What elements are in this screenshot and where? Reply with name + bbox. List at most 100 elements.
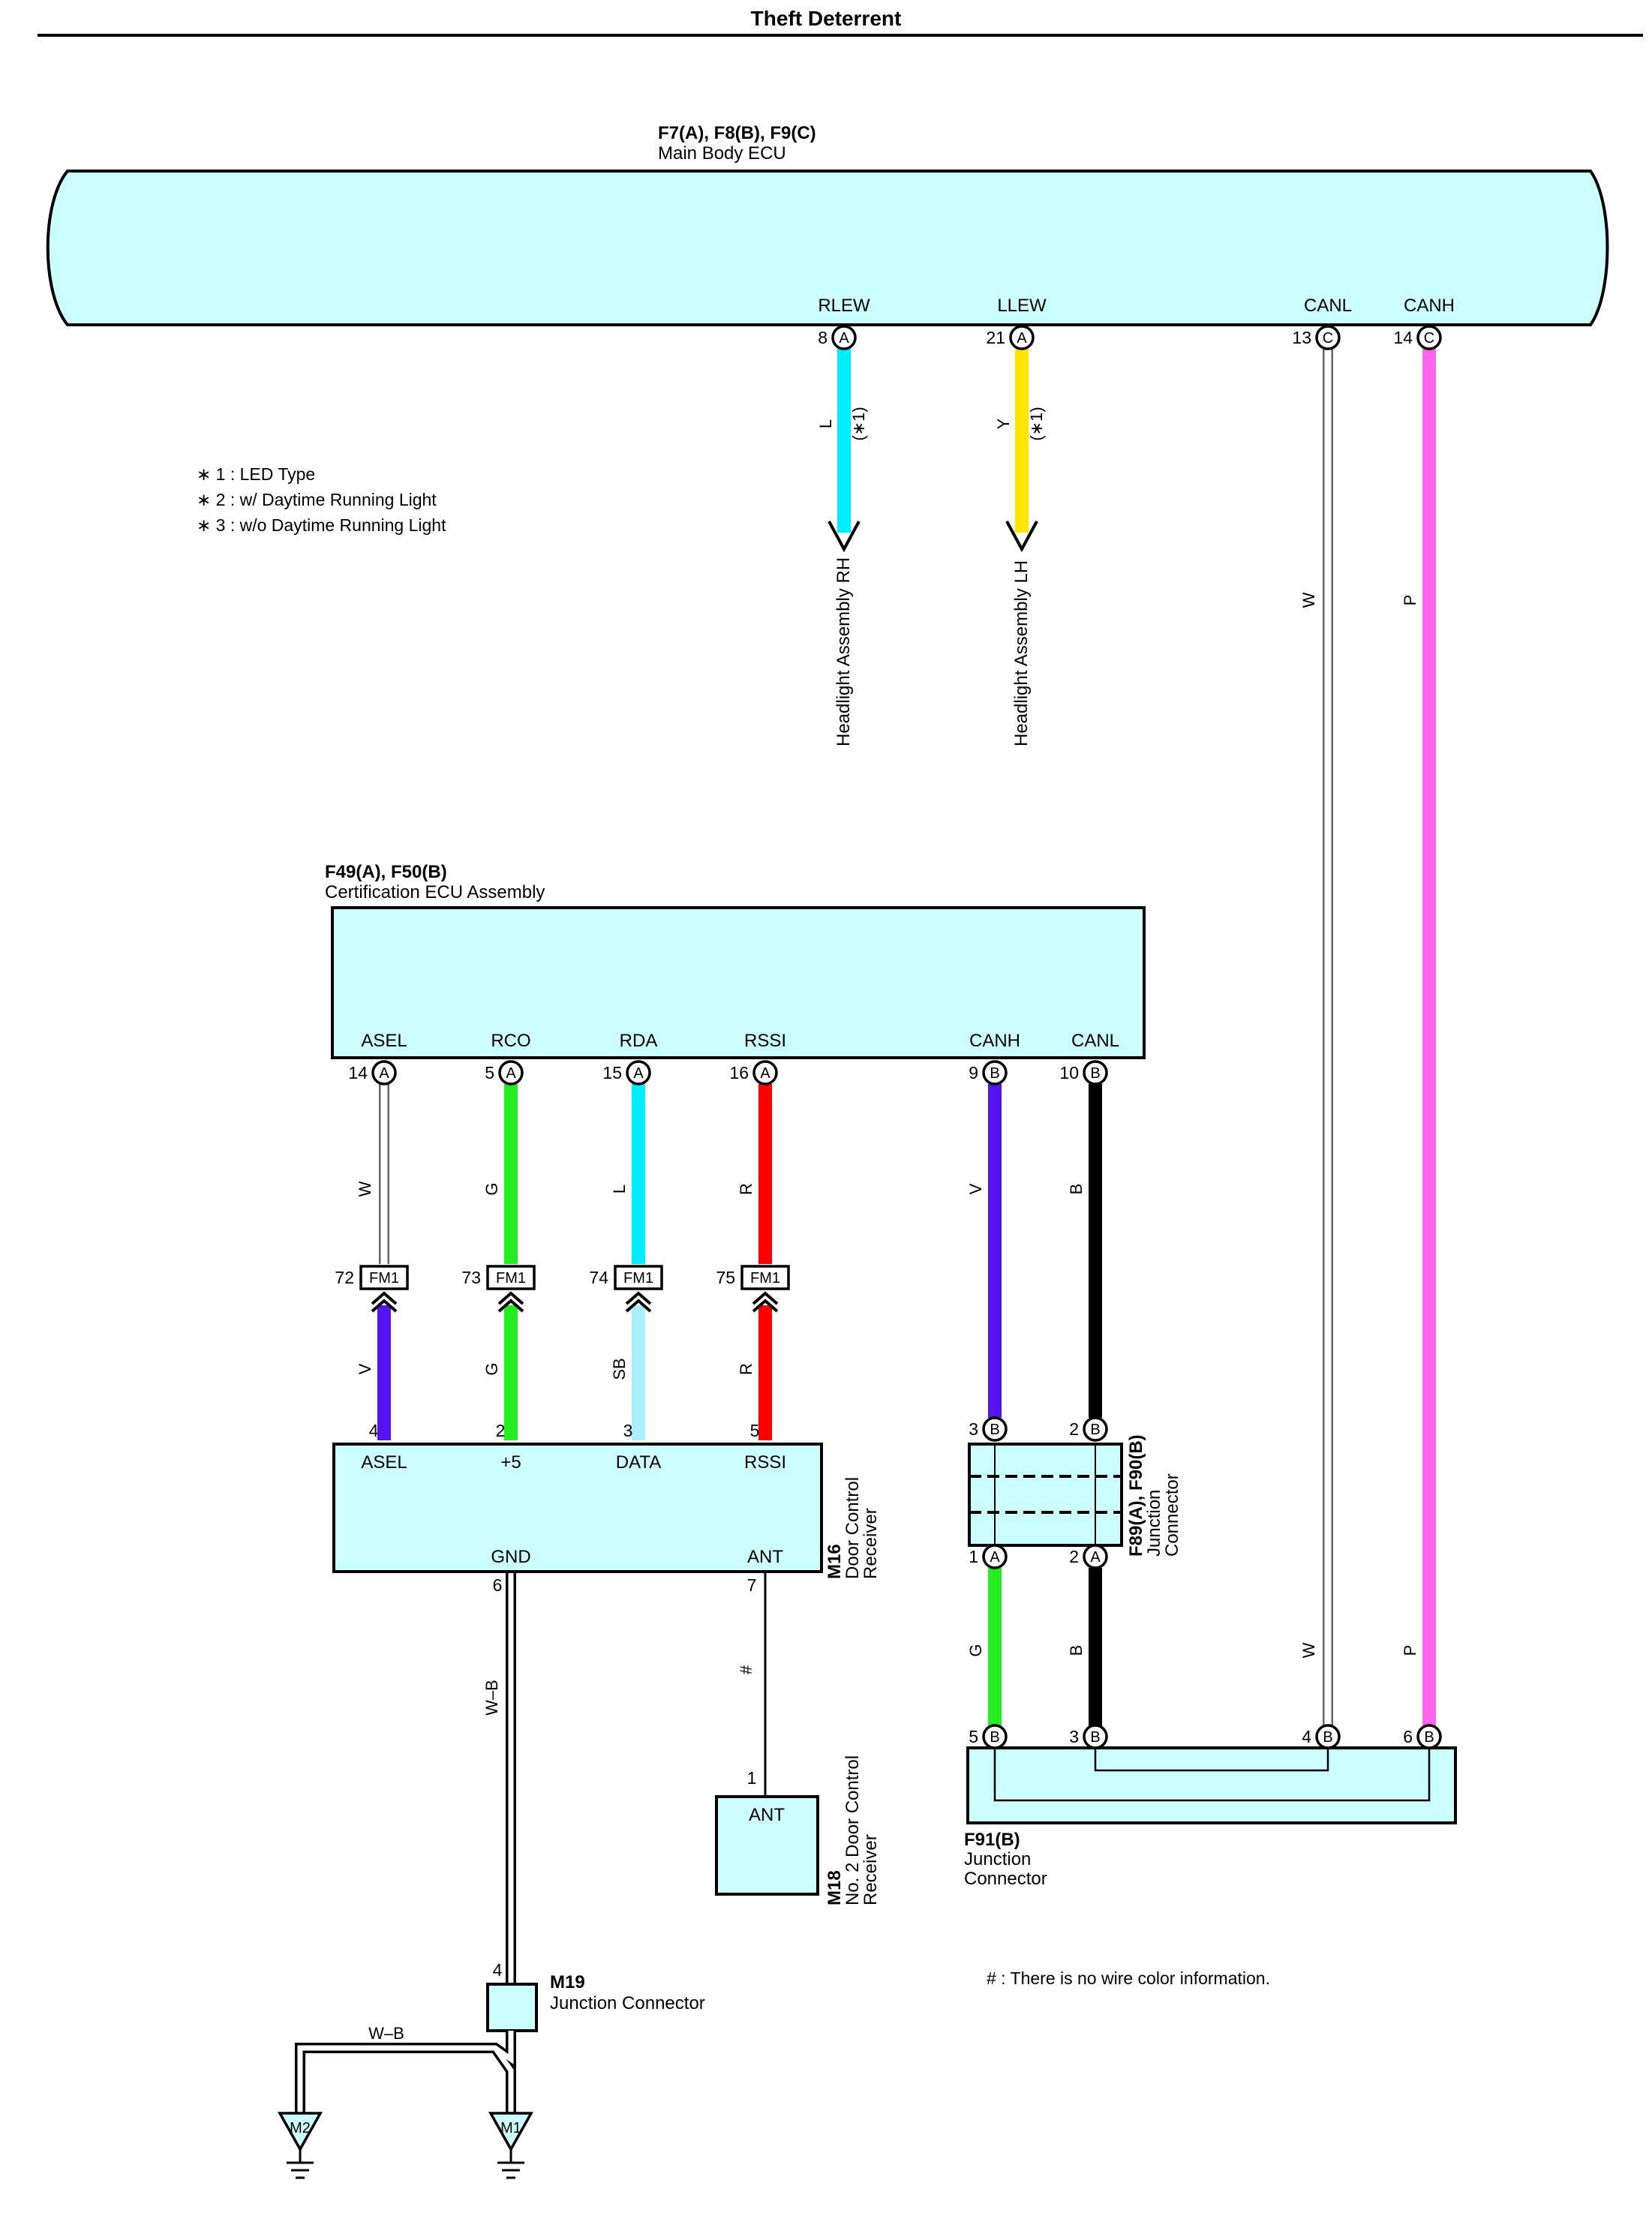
terminal-letter: B: [1090, 1065, 1100, 1082]
door-receiver-pin-2: 2: [496, 1421, 506, 1440]
door-receiver-pin-5: 5: [750, 1421, 760, 1440]
cert-signal-canl: CANL: [1071, 1031, 1119, 1051]
jc-f91-code: F91(B): [964, 1830, 1020, 1850]
jc-f91-box: [966, 1746, 1457, 1824]
wire-color-rssi-upper: R: [737, 1183, 755, 1195]
terminal-letter: C: [1424, 330, 1434, 347]
fm1-pin: 75: [716, 1268, 735, 1287]
door-receiver-pin-6: 6: [493, 1575, 503, 1595]
main-ecu-terminal-14: C 14: [1393, 325, 1442, 350]
jc-f91-bus-canl: [1094, 1748, 1329, 1772]
terminal-letter: B: [1424, 1729, 1434, 1746]
note-2: ∗ 2 : w/ Daytime Running Light: [197, 490, 437, 509]
cert-ecu-name: Certification ECU Assembly: [325, 882, 545, 902]
cert-signal-rssi: RSSI: [744, 1031, 786, 1051]
m19-box: [486, 1983, 538, 2032]
main-ecu-box: [46, 170, 1609, 326]
fm1-chevrons: [371, 1291, 398, 1313]
door-receiver-pin-7: 7: [747, 1575, 757, 1595]
fm1-pin: 72: [335, 1268, 354, 1287]
jc-f89-name-2: Connector: [1162, 1473, 1182, 1557]
terminal-pin: 9: [969, 1063, 978, 1082]
door-receiver-code: M16: [824, 1544, 845, 1579]
door-receiver-name-1: Door Control: [843, 1477, 863, 1579]
wire-color-canl-lower: W: [1299, 1642, 1318, 1658]
fm1-connector-74: FM1 74: [589, 1265, 663, 1313]
terminal-letter: B: [1090, 1422, 1100, 1438]
jc-f89-bottom-terminal-1: A 1: [969, 1544, 1008, 1569]
fm1-connector-75: FM1 75: [716, 1265, 790, 1313]
door-receiver2-signal: ANT: [749, 1805, 785, 1825]
terminal-pin: 4: [1302, 1727, 1311, 1746]
terminal-pin: 16: [729, 1063, 749, 1082]
cert-signal-rco: RCO: [491, 1031, 530, 1051]
jc-f91-name-1: Junction: [964, 1849, 1031, 1869]
ground-m1: M1: [488, 2112, 533, 2179]
terminal-pin: 1: [969, 1547, 978, 1566]
main-ecu-terminal-8: A 8: [818, 325, 857, 350]
terminal-letter: A: [1090, 1549, 1101, 1566]
fm1-chevrons: [625, 1291, 652, 1313]
wire-color-asel-lower: V: [356, 1363, 374, 1374]
main-ecu-signal-canl: CANL: [1304, 296, 1352, 316]
jc-f91-terminal-4: B 4: [1302, 1724, 1341, 1749]
main-ecu-terminal-21: A 21: [986, 325, 1035, 350]
main-ecu-signal-llew: LLEW: [997, 296, 1047, 316]
main-ecu-signal-rlew: RLEW: [818, 296, 870, 316]
arrow-headlight-rh: [828, 521, 861, 553]
terminal-letter: A: [839, 330, 849, 347]
fm1-connector-73: FM1 73: [461, 1265, 536, 1313]
jc-f91-terminal-3: B 3: [1069, 1724, 1108, 1749]
dest-headlight-rh: Headlight Assembly RH: [834, 557, 854, 746]
wire-ground-white: [297, 2031, 514, 2119]
door-receiver-signal-data: DATA: [616, 1452, 661, 1473]
m19-pin: 4: [493, 1960, 503, 1980]
wire-color-asel-upper: W: [356, 1181, 374, 1197]
door-receiver-signal-rssi: RSSI: [744, 1452, 786, 1473]
wire-color-canl-main: W: [1299, 592, 1318, 608]
terminal-letter: A: [1017, 330, 1027, 347]
wire-color-rco-upper: G: [482, 1182, 501, 1195]
terminal-letter: B: [1090, 1729, 1100, 1746]
main-ecu-terminal-13: C 13: [1292, 325, 1341, 350]
terminal-pin: 14: [348, 1063, 368, 1082]
jc-f91-terminal-6: B 6: [1403, 1724, 1442, 1749]
m19-code: M19: [550, 1972, 585, 1992]
terminal-pin: 8: [818, 328, 828, 347]
cert-terminal-15: A 15: [602, 1060, 651, 1085]
wire-color-llew: Y: [994, 418, 1013, 429]
terminal-letter: A: [633, 1065, 644, 1082]
door-receiver-pin-3: 3: [623, 1421, 633, 1440]
cert-ecu-box: [331, 906, 1146, 1059]
wire-color-rda-lower: SB: [610, 1358, 629, 1380]
door-receiver-signal-5v: +5: [500, 1452, 521, 1473]
wire-ground-outline: [295, 2031, 516, 2119]
jc-f89-bottom-terminal-2: A 2: [1069, 1544, 1108, 1569]
ground-m2: M2: [278, 2112, 323, 2179]
note-1: ∗ 1 : LED Type: [197, 464, 315, 484]
fm1-pin: 73: [461, 1268, 481, 1287]
terminal-letter: A: [990, 1549, 1000, 1566]
terminal-pin: 6: [1403, 1727, 1413, 1746]
wire-color-ant: #: [737, 1665, 755, 1674]
cert-terminal-16: A 16: [729, 1060, 778, 1085]
arrow-headlight-lh: [1005, 521, 1038, 553]
cert-terminal-5: A 5: [485, 1060, 524, 1085]
cert-ecu-code: F49(A), F50(B): [325, 862, 447, 882]
door-receiver2-pin: 1: [747, 1768, 757, 1788]
door-receiver2-box: [715, 1795, 819, 1896]
wire-color-canh-lower: P: [1401, 1645, 1419, 1656]
terminal-pin: 15: [602, 1063, 622, 1082]
door-receiver-signal-gnd: GND: [491, 1547, 530, 1567]
terminal-letter: A: [760, 1065, 770, 1082]
fm1-chevrons: [497, 1291, 524, 1313]
wire-color-rda-upper: L: [610, 1185, 629, 1194]
wire-note-llew: (∗1): [1027, 407, 1046, 440]
terminal-pin: 3: [1069, 1727, 1079, 1746]
terminal-letter: B: [990, 1065, 999, 1082]
fm1-connector-72: FM1 72: [335, 1265, 409, 1313]
wire-color-jc-g: G: [966, 1644, 985, 1656]
wire-color-jc-b: B: [1067, 1645, 1086, 1656]
m19-name: Junction Connector: [550, 1993, 705, 2013]
wire-color-canh-main: P: [1401, 595, 1419, 606]
